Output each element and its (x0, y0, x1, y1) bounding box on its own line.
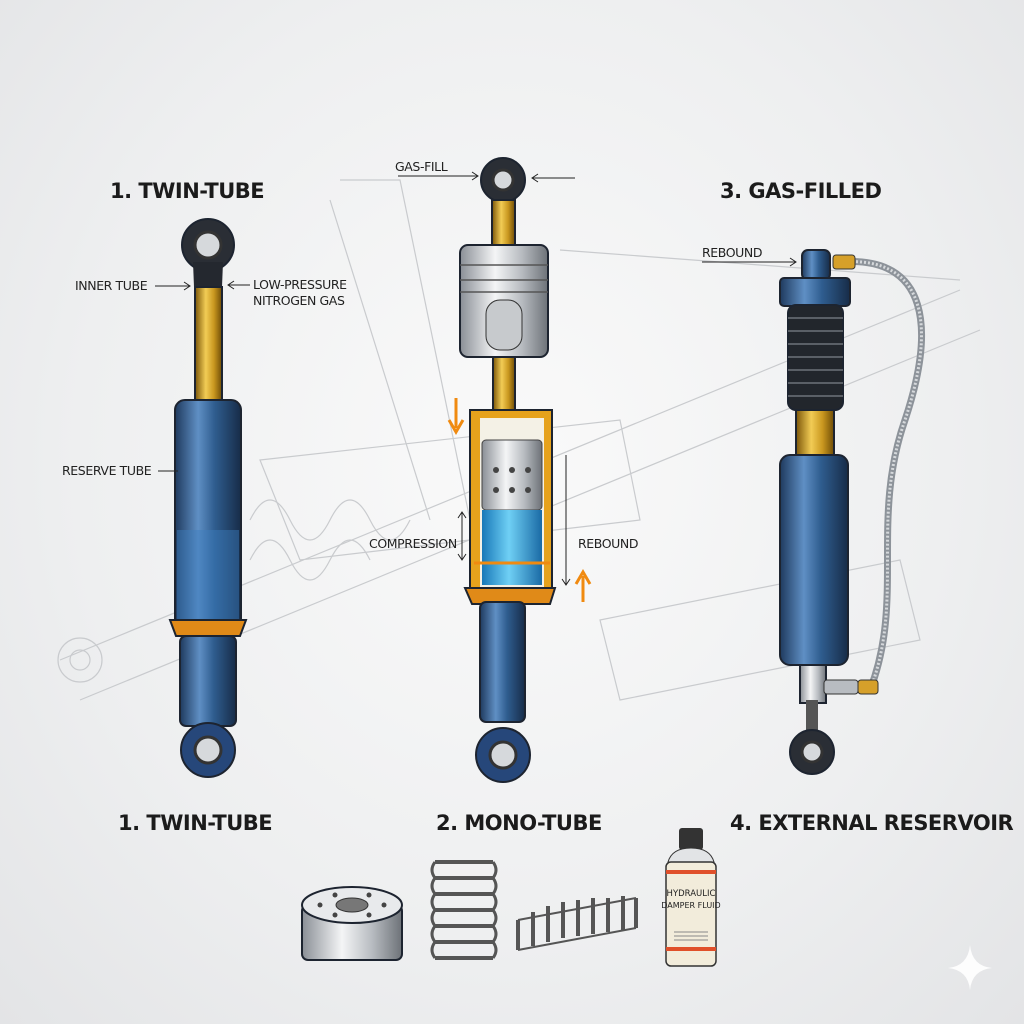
label-rebound-mono: REBOUND (578, 536, 638, 551)
sparkle-icon (948, 945, 992, 990)
coil-spring-horizontal (516, 896, 638, 951)
damper-fluid-bottle: HYDRAULIC DAMPER FLUID (661, 828, 721, 967)
reservoir-hose (839, 258, 925, 692)
label-nitrogen-gas: NITROGEN GAS (253, 293, 345, 308)
coil-spring-vertical (430, 860, 498, 960)
label-rebound-gas: REBOUND (702, 245, 762, 260)
label-low-pressure: LOW-PRESSURE (253, 277, 347, 292)
title-gas-filled: 3. GAS-FILLED (720, 179, 881, 203)
title-mono-tube: 2. MONO-TUBE (436, 811, 602, 835)
piston-valve-part (301, 886, 403, 961)
twin-tube-shock (168, 218, 248, 778)
label-reserve-tube: RESERVE TUBE (62, 463, 152, 478)
mono-tube-callouts: GAS-FILL COMPRESSION REBOUND (369, 159, 639, 602)
bellows (787, 304, 844, 411)
label-compression: COMPRESSION (369, 536, 457, 551)
title-external-reservoir: 4. EXTERNAL RESERVOIR (730, 811, 1014, 835)
label-inner-tube: INNER TUBE (75, 278, 148, 293)
bottle-label-line1: HYDRAULIC (667, 889, 716, 899)
external-reservoir-shock (779, 249, 925, 775)
arrow-down-icon (447, 398, 465, 435)
bottle-label-line2: DAMPER FLUID (661, 901, 720, 910)
title-twin-tube-bottom: 1. TWIN-TUBE (118, 811, 272, 835)
twin-tube-callouts: INNER TUBE LOW-PRESSURE NITROGEN GAS RES… (62, 277, 348, 478)
title-twin-tube-top: 1. TWIN-TUBE (110, 179, 264, 203)
mono-tube-shock (459, 157, 557, 783)
arrow-up-icon (574, 569, 592, 602)
label-gas-fill: GAS-FILL (395, 159, 448, 174)
